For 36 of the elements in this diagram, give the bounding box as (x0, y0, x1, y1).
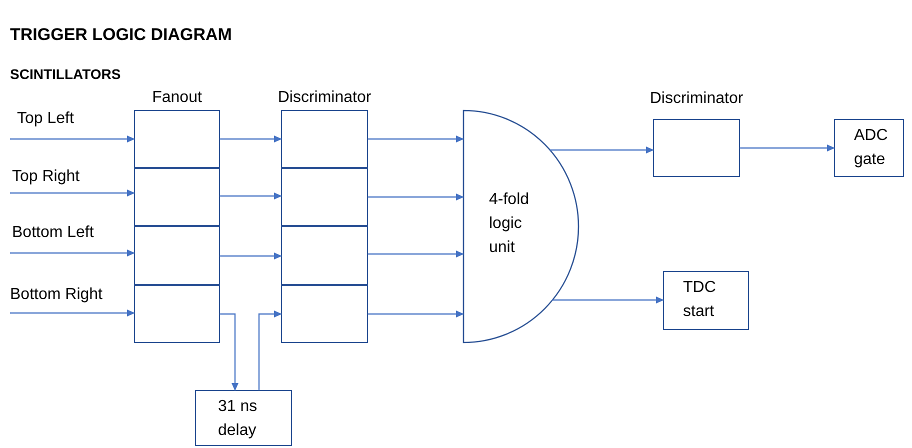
column-heading: Discriminator (278, 88, 372, 108)
signal-arrow (10, 190, 135, 196)
signal-arrow (368, 250, 464, 258)
signal-arrow (740, 144, 835, 152)
module-label: 4-fold logic unit (489, 190, 530, 258)
input-label: Top Left (10, 108, 128, 139)
input-label: Top Right (10, 166, 128, 193)
section-heading: SCINTILLATORS (10, 65, 121, 84)
signal-arrow (220, 192, 282, 200)
column-heading: Fanout (152, 88, 202, 108)
signal-arrow (10, 310, 135, 316)
signal-arrow (368, 136, 464, 142)
diagram-title: TRIGGER LOGIC DIAGRAM (10, 24, 232, 46)
module-label: 31 ns delay (218, 397, 258, 441)
signal-arrow (550, 146, 654, 154)
module-box (663, 271, 749, 330)
module-cell (134, 226, 220, 285)
module-box (834, 119, 904, 177)
signal-arrow (368, 194, 464, 200)
module-cell (281, 168, 368, 226)
signal-arrow (220, 136, 282, 142)
signal-arrow (552, 296, 664, 304)
module-label: ADC gate (854, 126, 889, 170)
input-label: Bottom Right (10, 284, 128, 313)
signal-arrow (368, 310, 464, 318)
module-cell (281, 226, 368, 285)
signal-arrow (258, 310, 282, 390)
module-box (195, 390, 292, 446)
signal-arrow (10, 136, 135, 142)
input-label: Bottom Left (10, 222, 128, 253)
module-cell (134, 168, 220, 226)
signal-arrow (10, 250, 135, 256)
signal-arrow (220, 313, 238, 391)
module-label: TDC start (683, 278, 717, 322)
signal-arrow (220, 252, 282, 260)
module-heading: Discriminator (650, 89, 744, 109)
